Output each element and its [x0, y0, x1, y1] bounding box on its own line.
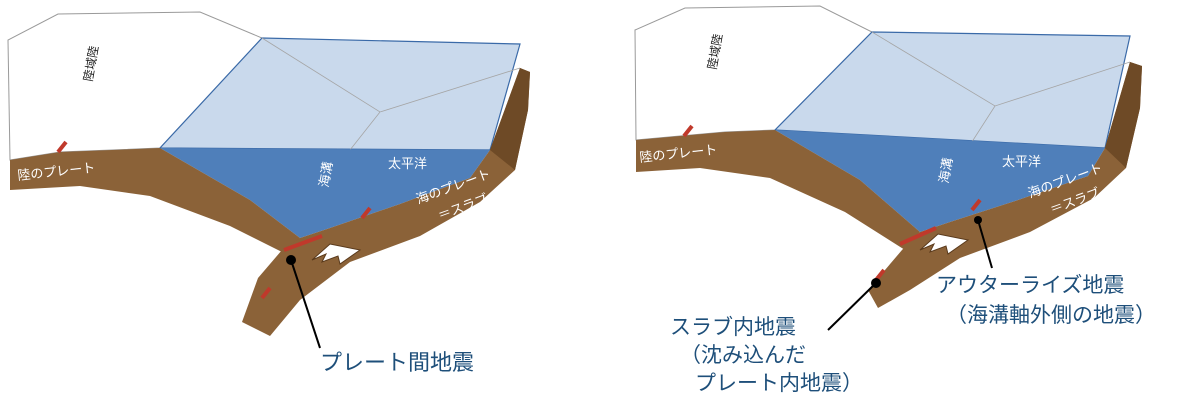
left-sea-plate-side	[490, 68, 530, 170]
left-subduction-arrow	[311, 243, 362, 265]
left-ocean-water	[160, 148, 490, 238]
right-slab-callout-line	[827, 282, 877, 331]
left-ocean-surface	[158, 37, 521, 151]
right-ocean-water	[775, 130, 1105, 232]
left-fault-outer	[360, 206, 372, 220]
right-fault-landplate	[682, 124, 694, 138]
right-ocean-label: 太平洋	[1002, 155, 1041, 170]
right-outer-callout-2: （海溝軸外側の地震）	[946, 303, 1156, 327]
right-outer-callout-line	[977, 219, 993, 269]
right-slab-callout-1: スラブ内地震	[670, 315, 796, 339]
right-subduction-arrow	[919, 233, 970, 255]
left-sea-plate	[242, 68, 530, 336]
left-ocean-grid	[261, 37, 521, 151]
right-land-plate	[636, 130, 920, 250]
left-fault-landplate	[56, 140, 68, 154]
right-trench-label: 海溝	[937, 156, 956, 184]
right-slab-callout-3: プレート内地震）	[695, 371, 863, 395]
left-callout-text: プレート間地震	[320, 351, 474, 376]
left-ocean-label: 太平洋	[388, 157, 427, 172]
left-land-label: 陸域陸	[81, 45, 101, 83]
left-callout-line	[290, 259, 321, 349]
right-slab-callout-2: （沈み込んだ	[680, 343, 806, 367]
right-outer-callout-1: アウターライズ地震	[936, 273, 1124, 297]
left-trench-label: 海溝	[317, 160, 336, 188]
right-fault-outer	[970, 198, 982, 212]
left-diagram: プレート間地震 陸域陸 太平洋 海溝 陸のプレート 海のプレート ＝スラブ	[7, 11, 530, 376]
left-land-plate	[10, 148, 300, 256]
right-sea-plate-side	[1105, 62, 1142, 168]
left-fault-slab	[260, 286, 272, 300]
left-fault-interplate	[283, 234, 323, 252]
right-land-label: 陸域陸	[705, 33, 725, 71]
right-fault-interplate	[899, 226, 937, 246]
right-diagram: スラブ内地震 （沈み込んだ プレート内地震） アウターライズ地震 （海溝軸外側の…	[634, 5, 1156, 395]
